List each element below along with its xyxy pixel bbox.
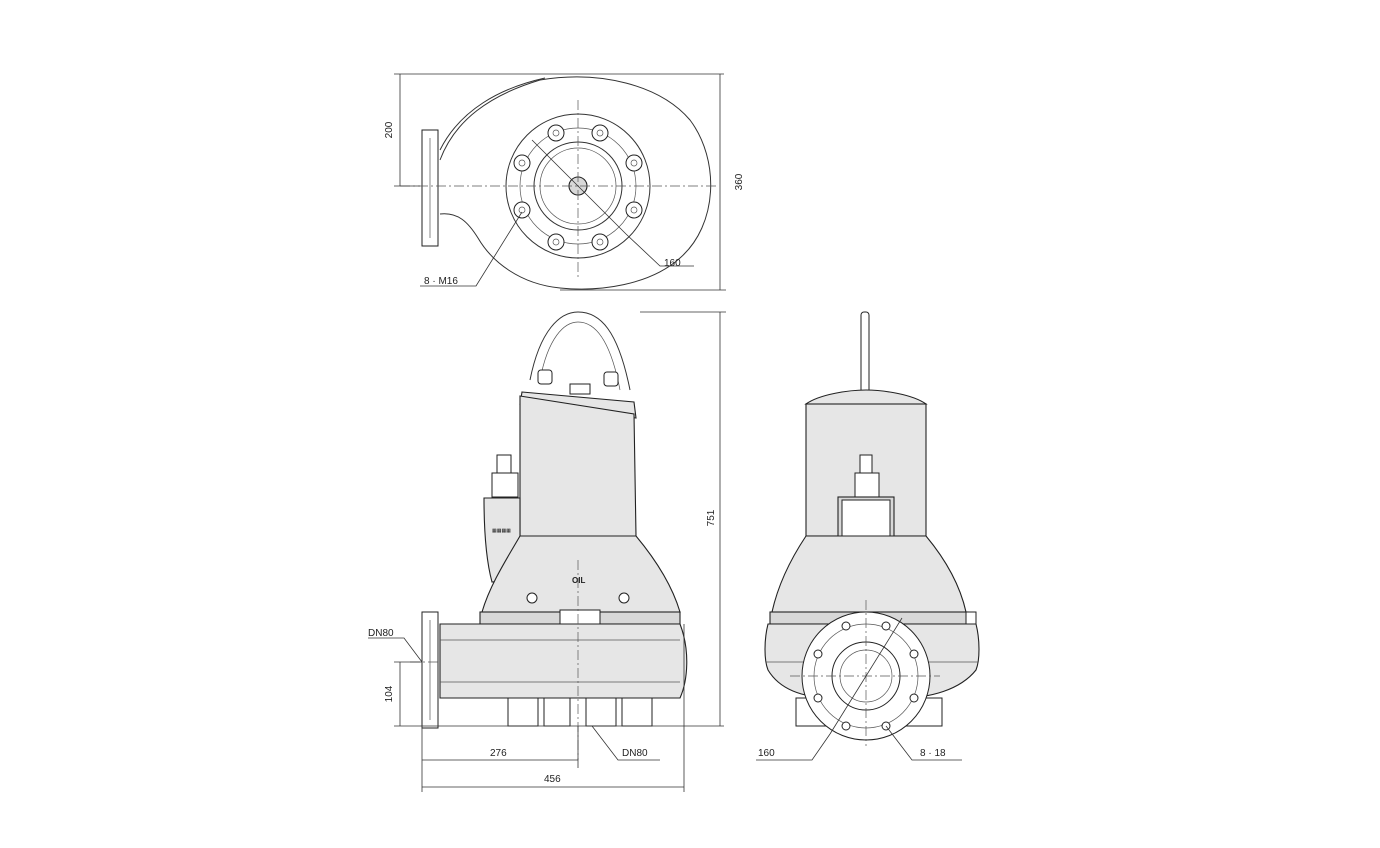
- dim-bolts-top: 8 · M16: [424, 276, 458, 287]
- front-view: ▦▦▦▦ OIL 751 DN80 104: [368, 311, 726, 792]
- foot-1: [507, 697, 539, 727]
- side-handle: [860, 311, 870, 397]
- oil-label: OIL: [572, 576, 585, 585]
- dim-276: 276: [490, 748, 507, 759]
- dim-160-top: 160: [664, 258, 681, 269]
- pump-volute: [439, 623, 688, 699]
- brand-logo-text: ▦▦▦▦: [492, 528, 511, 534]
- bolt-lugs: [513, 124, 643, 251]
- lifting-handle: [529, 311, 631, 391]
- dim-360: 360: [734, 173, 745, 190]
- dim-104: 104: [384, 685, 395, 702]
- dim-dn80-left: DN80: [368, 628, 394, 639]
- foot-4: [621, 697, 653, 727]
- dim-dn80-bottom: DN80: [622, 748, 648, 759]
- dim-200: 200: [384, 121, 395, 138]
- foot-3: [585, 697, 617, 727]
- top-view: 200 360 160 8 · M16: [384, 73, 745, 291]
- dim-751: 751: [706, 509, 717, 526]
- dim-bolts-side: 8 · 18: [920, 748, 946, 759]
- side-view: 160 8 · 18: [756, 311, 980, 761]
- motor-housing: [519, 395, 637, 537]
- dim-456: 456: [544, 774, 561, 785]
- dim-160-side: 160: [758, 748, 775, 759]
- foot-2: [543, 697, 571, 727]
